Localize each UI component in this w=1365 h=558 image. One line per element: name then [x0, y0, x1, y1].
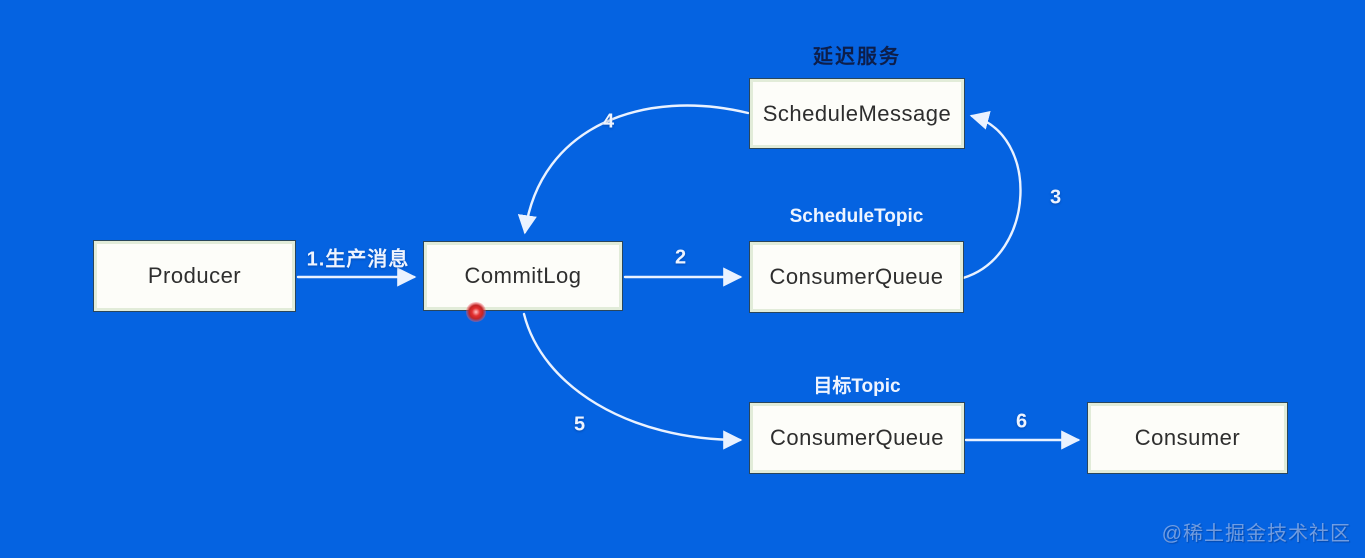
- node-schedule-message: ScheduleMessage: [750, 79, 964, 148]
- edge-label-step2: 2: [674, 246, 688, 269]
- edge-label-step5: 5: [573, 413, 587, 436]
- node-schedule-message-label: ScheduleMessage: [762, 100, 952, 126]
- arrow-step3-schedulequeue-to-schedulemessage: [961, 111, 1022, 280]
- edge-label-step3: 3: [1049, 186, 1063, 209]
- node-schedule-consumerqueue-label: ConsumerQueue: [769, 264, 944, 289]
- node-schedule-consumerqueue: ConsumerQueue: [750, 242, 963, 312]
- watermark-text: @稀土掘金技术社区: [1161, 523, 1351, 545]
- caption-target-topic: 目标Topic: [813, 376, 901, 397]
- laser-pointer-dot: [466, 302, 486, 322]
- arrow-step5-commitlog-to-targetqueue: [522, 312, 743, 450]
- node-producer: Producer: [94, 241, 295, 311]
- caption-delay-service: 延迟服务: [813, 46, 901, 68]
- node-consumer: Consumer: [1088, 403, 1287, 473]
- node-commitlog: CommitLog: [424, 242, 622, 310]
- edge-label-step6: 6: [1015, 410, 1029, 433]
- node-target-consumerqueue-label: ConsumerQueue: [769, 425, 945, 450]
- node-commitlog-label: CommitLog: [464, 263, 582, 288]
- arrow-step4-schedulemessage-to-commitlog: [517, 104, 750, 235]
- node-consumer-label: Consumer: [1134, 425, 1241, 450]
- node-producer-label: Producer: [147, 263, 242, 288]
- node-target-consumerqueue: ConsumerQueue: [750, 403, 964, 473]
- edge-label-step4: 4: [602, 110, 616, 133]
- caption-schedule-topic: ScheduleTopic: [789, 206, 924, 227]
- edge-label-step1: 1.生产消息: [306, 248, 410, 271]
